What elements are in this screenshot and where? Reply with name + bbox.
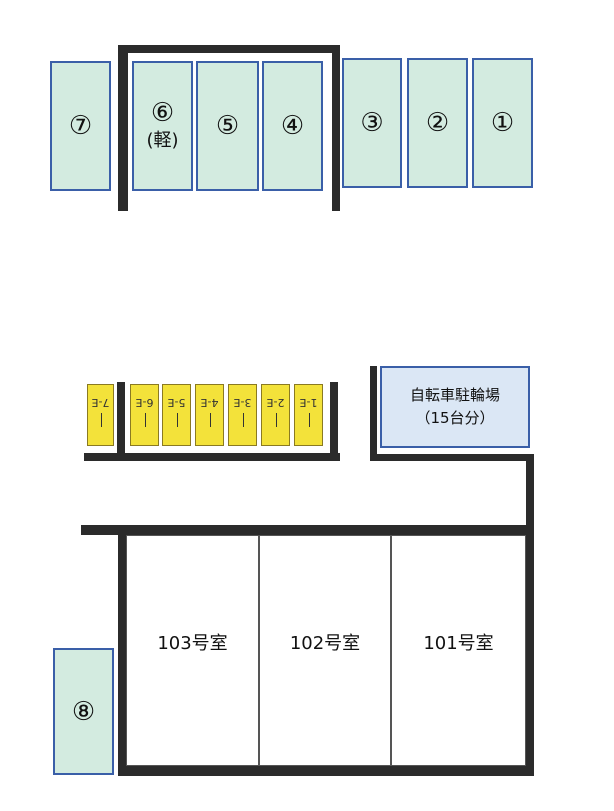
parking-slot-4-number: ④ — [280, 111, 305, 141]
parking-slot-7: ⑦ — [50, 61, 111, 191]
motorcycle-slot-5-mark — [176, 413, 178, 427]
parking-slot-6: ⑥ (軽) — [132, 61, 193, 191]
parking-slot-7-number: ⑦ — [68, 111, 93, 141]
motorcycle-slot-1: 1-E — [294, 384, 323, 446]
motorcycle-slot-3: 3-E — [228, 384, 257, 446]
parking-slot-1-number: ① — [490, 108, 515, 138]
parking-slot-8-number: ⑧ — [71, 696, 96, 727]
motorcycle-area-divider-wall — [117, 382, 125, 458]
motorcycle-slot-7-label: 7-E — [91, 396, 110, 409]
motorcycle-slot-6-mark — [144, 413, 146, 427]
parking-slot-6-number: ⑥ — [150, 98, 175, 129]
room-103: 103号室 — [126, 535, 259, 766]
motorcycle-slot-4: 4-E — [195, 384, 224, 446]
parking-slot-3-number: ③ — [360, 108, 384, 138]
bicycle-parking-capacity: （15台分） — [415, 409, 495, 427]
bicycle-area-floor-wall — [370, 454, 534, 461]
parking-slot-5: ⑤ — [196, 61, 259, 191]
room-101-label: 101号室 — [423, 632, 494, 654]
parking-slot-4: ④ — [262, 61, 323, 191]
parking-slot-3: ③ — [342, 58, 402, 188]
motorcycle-slot-3-label: 3-E — [233, 396, 252, 409]
motorcycle-slot-6-label: 6-E — [135, 396, 154, 409]
top-carport-roof-wall — [118, 45, 340, 53]
building-east-wall — [526, 454, 534, 776]
parking-slot-2-number: ② — [425, 108, 450, 138]
motorcycle-slot-5-label: 5-E — [167, 396, 186, 409]
motorcycle-slot-1-label: 1-E — [299, 396, 318, 409]
motorcycle-slot-4-label: 4-E — [200, 396, 219, 409]
bicycle-parking-title: 自転車駐輪場 — [409, 385, 500, 404]
motorcycle-slot-3-mark — [242, 413, 244, 427]
building-west-wall — [118, 525, 126, 776]
bicycle-area-left-wall — [370, 366, 377, 460]
motorcycle-area-right-wall — [330, 382, 338, 461]
building-top-wall — [81, 525, 534, 535]
building-bottom-wall — [118, 766, 534, 776]
motorcycle-slot-7-mark — [100, 413, 102, 427]
motorcycle-slot-2: 2-E — [261, 384, 290, 446]
motorcycle-slot-1-mark — [308, 413, 310, 427]
parking-slot-5-number: ⑤ — [215, 111, 240, 141]
top-carport-right-wall — [332, 45, 340, 211]
motorcycle-slot-4-mark — [209, 413, 211, 427]
parking-slot-8: ⑧ — [53, 648, 114, 775]
motorcycle-slot-2-label: 2-E — [266, 396, 285, 409]
motorcycle-slot-2-mark — [275, 413, 277, 427]
room-103-label: 103号室 — [157, 632, 228, 654]
room-102-label: 102号室 — [289, 632, 361, 654]
motorcycle-slot-5: 5-E — [162, 384, 191, 446]
parking-slot-1: ① — [472, 58, 533, 188]
parking-slot-6-note: (軽) — [146, 130, 179, 152]
parking-slot-2: ② — [407, 58, 468, 188]
top-carport-left-wall — [118, 45, 128, 211]
room-102: 102号室 — [259, 535, 391, 766]
room-101: 101号室 — [391, 535, 526, 766]
bicycle-parking-area: 自転車駐輪場 （15台分） — [380, 366, 530, 448]
motorcycle-area-floor-wall — [84, 453, 340, 461]
motorcycle-slot-6: 6-E — [130, 384, 159, 446]
motorcycle-slot-7: 7-E — [87, 384, 114, 446]
